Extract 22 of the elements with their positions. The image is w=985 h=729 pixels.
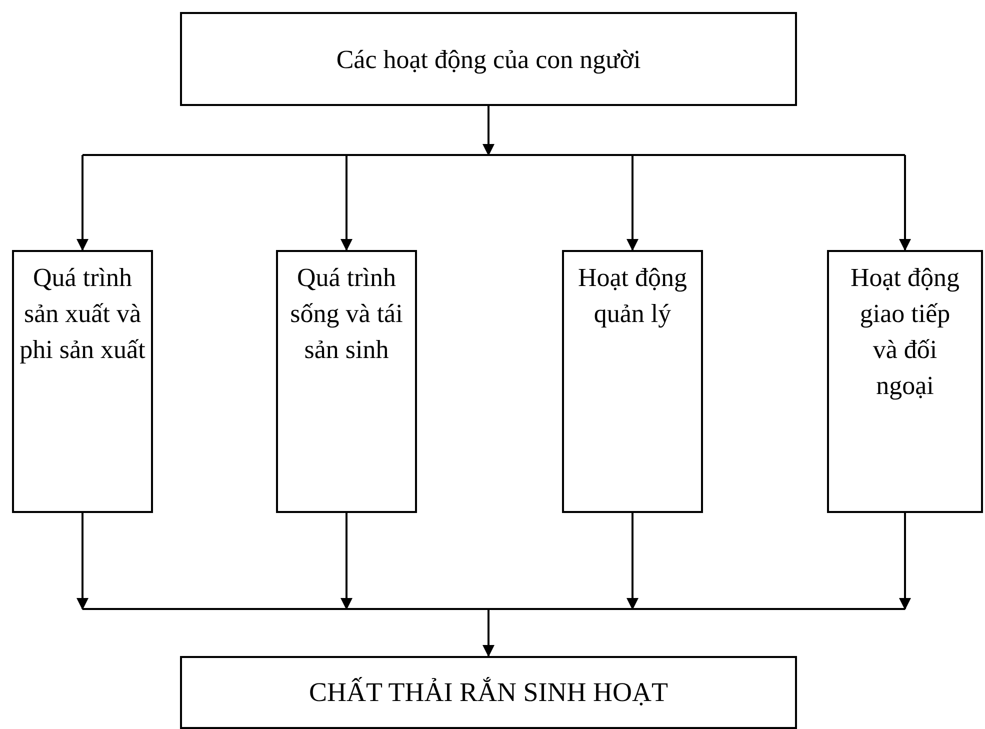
box-label: Các hoạt động của con người	[336, 44, 641, 76]
arrow	[340, 155, 352, 251]
arrow	[626, 513, 638, 610]
process-box	[276, 250, 417, 513]
process-box	[827, 250, 983, 513]
arrow	[899, 513, 911, 610]
process-box	[562, 250, 703, 513]
box-label: Quá trình sống và tái sản sinh	[289, 262, 404, 366]
process-box	[180, 656, 797, 729]
process-box	[12, 250, 153, 513]
arrow	[899, 155, 911, 251]
arrow	[340, 513, 352, 610]
box-label: Quá trình sản xuất và phi sản xuất	[18, 262, 146, 366]
box-label: Hoạt động quản lý	[576, 262, 688, 330]
arrow	[82, 105, 906, 156]
arrow	[76, 155, 88, 251]
arrow	[626, 155, 638, 251]
box-label: Hoạt động giao tiếp và đối ngoại	[849, 262, 961, 402]
box-label: CHẤT THẢI RẮN SINH HOẠT	[308, 676, 668, 710]
arrow	[82, 608, 906, 657]
arrow	[76, 513, 88, 610]
process-box	[180, 12, 797, 106]
